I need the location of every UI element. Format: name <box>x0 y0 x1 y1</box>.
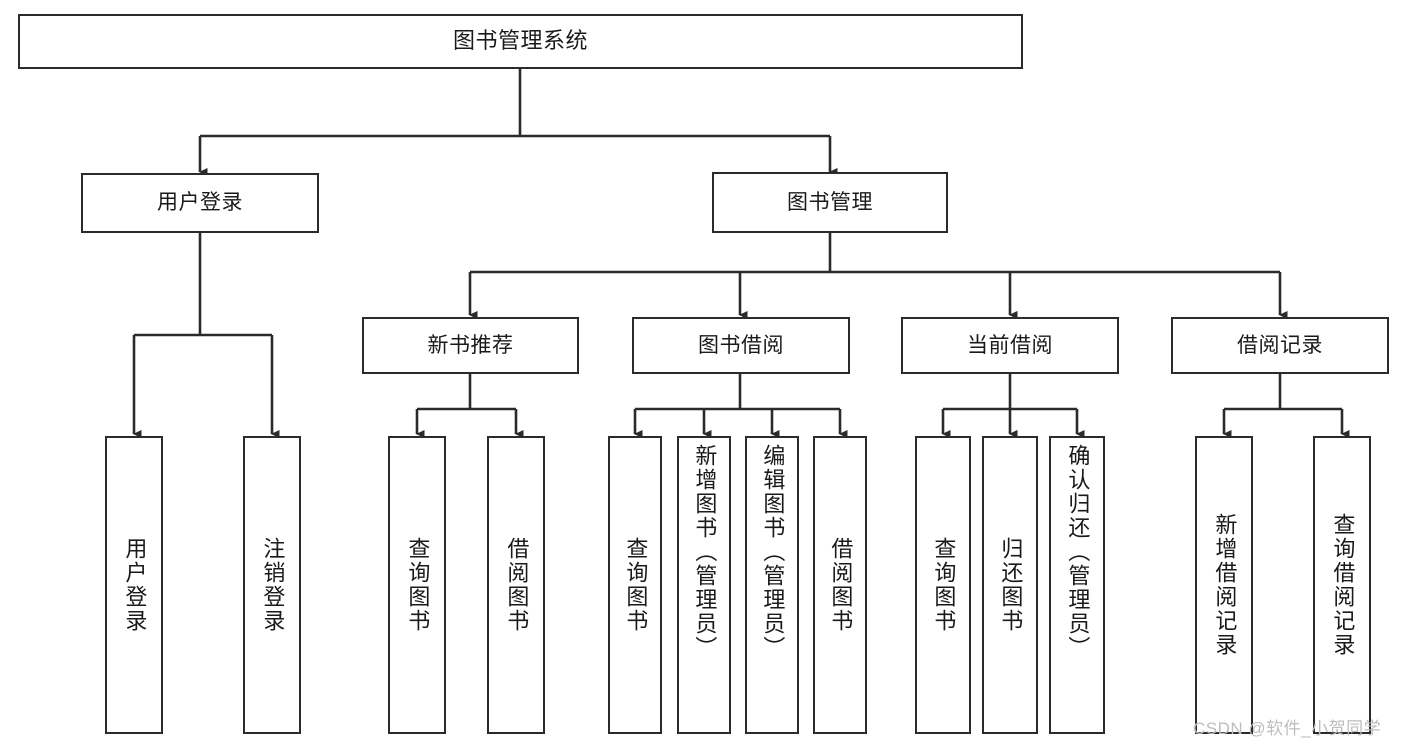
node-leaf_10[interactable]: 确认归还（管理员） <box>1049 436 1105 734</box>
node-l2_1[interactable]: 图书借阅 <box>632 317 850 374</box>
node-label: 编辑图书（管理员） <box>760 444 786 660</box>
edge-group <box>132 69 1350 439</box>
node-label: 新增图书（管理员） <box>692 444 718 660</box>
node-l1_1[interactable]: 图书管理 <box>712 172 948 233</box>
node-label: 图书借阅 <box>698 333 784 357</box>
node-leaf_9[interactable]: 归还图书 <box>982 436 1038 734</box>
node-label: 查询图书 <box>623 537 649 633</box>
node-leaf_8[interactable]: 查询图书 <box>915 436 971 734</box>
node-leaf_7[interactable]: 借阅图书 <box>813 436 867 734</box>
node-label: 借阅记录 <box>1237 333 1323 357</box>
node-leaf_1[interactable]: 注销登录 <box>243 436 301 734</box>
node-leaf_5[interactable]: 新增图书（管理员） <box>677 436 731 734</box>
node-label: 图书管理系统 <box>452 28 588 54</box>
node-root[interactable]: 图书管理系统 <box>18 14 1023 69</box>
node-label: 借阅图书 <box>504 537 530 633</box>
node-label: 查询图书 <box>405 537 431 633</box>
node-leaf_0[interactable]: 用户登录 <box>105 436 163 734</box>
node-l2_3[interactable]: 借阅记录 <box>1171 317 1389 374</box>
node-label: 图书管理 <box>787 190 873 214</box>
node-label: 新增借阅记录 <box>1212 513 1238 657</box>
node-leaf_11[interactable]: 新增借阅记录 <box>1195 436 1253 734</box>
node-label: 注销登录 <box>260 537 286 633</box>
node-leaf_2[interactable]: 查询图书 <box>388 436 446 734</box>
node-label: 用户登录 <box>122 537 148 633</box>
node-label: 借阅图书 <box>828 537 854 633</box>
node-leaf_4[interactable]: 查询图书 <box>608 436 662 734</box>
node-l2_0[interactable]: 新书推荐 <box>362 317 579 374</box>
node-label: 确认归还（管理员） <box>1065 444 1091 660</box>
node-label: 新书推荐 <box>427 333 514 357</box>
node-leaf_3[interactable]: 借阅图书 <box>487 436 545 734</box>
node-leaf_6[interactable]: 编辑图书（管理员） <box>745 436 799 734</box>
node-label: 用户登录 <box>157 191 243 215</box>
node-l2_2[interactable]: 当前借阅 <box>901 317 1119 374</box>
node-label: 归还图书 <box>998 537 1024 633</box>
csdn-watermark: CSDN @软件_小贺同学 <box>1193 719 1382 738</box>
node-label: 当前借阅 <box>967 333 1053 357</box>
node-label: 查询图书 <box>931 537 957 633</box>
node-leaf_12[interactable]: 查询借阅记录 <box>1313 436 1371 734</box>
node-label: 查询借阅记录 <box>1330 513 1356 657</box>
node-l1_0[interactable]: 用户登录 <box>81 173 319 233</box>
